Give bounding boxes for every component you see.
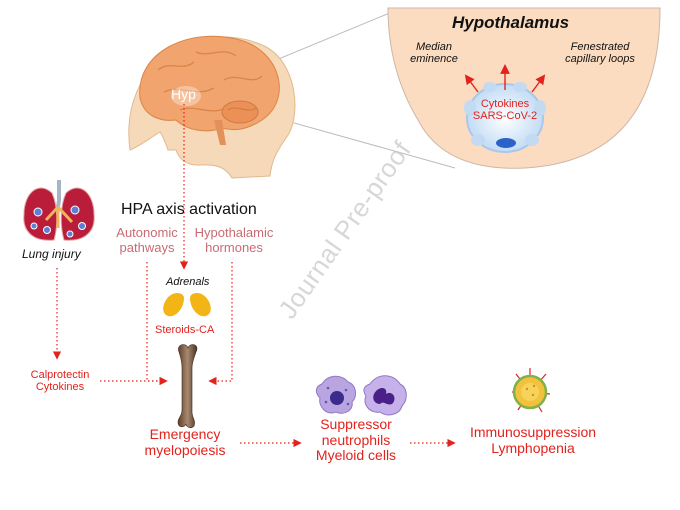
fenestrated-line-2: capillary loops: [565, 53, 635, 66]
immuno-line-2: Lymphopenia: [491, 439, 575, 456]
steroids-ca-label: Steroids-CA: [155, 324, 215, 336]
immuno-line-1: Immunosuppression: [469, 424, 597, 440]
inset-cytokines-label: Cytokines SARS-CoV-2: [465, 98, 545, 123]
suppressor-line-3: Myeloid cells: [315, 447, 397, 464]
autonomic-pathways-label: Autonomic pathways: [108, 225, 186, 255]
hypothalamus-title: Hypothalamus: [452, 13, 570, 32]
lung-injury-label: Lung injury: [22, 247, 81, 261]
autonomic-line-2: pathways: [119, 239, 175, 255]
fenestrated-capillary-ring: [464, 82, 546, 153]
adrenals-label: Adrenals: [166, 276, 210, 288]
suppressor-line-2: neutrophils: [321, 431, 391, 448]
adrenal-glands-icon: [163, 293, 211, 317]
inset-cytokines-line-2: SARS-CoV-2: [472, 110, 538, 123]
hpa-axis-title: HPA axis activation: [121, 201, 257, 218]
median-eminence-line-2: eminence: [410, 53, 458, 66]
emergency-myelopoiesis-label: Emergency myelopoiesis: [130, 426, 240, 458]
suppressor-cell-1-icon: [315, 375, 356, 414]
bone-icon: [177, 344, 198, 428]
suppressor-neutrophils-label: Suppressor neutrophils Myeloid cells: [300, 416, 412, 464]
fenestrated-capillary-label: Fenestrated capillary loops: [550, 41, 650, 66]
hypothalamic-line-2: hormones: [205, 239, 263, 255]
autonomic-line-1: Autonomic: [116, 225, 178, 240]
median-eminence-line-1: Median: [415, 41, 453, 53]
autonomic-to-bone-arrow: [146, 262, 168, 386]
blood-vessel-blob: [496, 138, 516, 148]
hypothalamic-line-1: Hypothalamic: [194, 225, 274, 240]
calprotectin-label: Calprotectin Cytokines: [20, 369, 100, 394]
immunosuppression-label: Immunosuppression Lymphopenia: [458, 424, 608, 456]
fenestrated-line-1: Fenestrated: [570, 41, 630, 53]
hypothalamic-hormones-label: Hypothalamic hormones: [189, 225, 279, 255]
lungs-icon: [23, 180, 95, 241]
inset-arrow-right: [531, 74, 546, 93]
emergency-line-1: Emergency: [149, 426, 221, 442]
hyp-highlight: [171, 86, 201, 106]
lymphocyte-icon: [512, 368, 551, 413]
emergency-line-2: myelopoiesis: [144, 441, 226, 458]
hyp-label: Hyp: [171, 86, 196, 102]
brain-icon: [139, 35, 280, 145]
suppressor-line-1: Suppressor: [320, 416, 392, 432]
calprotectin-line-2: Cytokines: [35, 381, 85, 394]
inset-cytokines-line-1: Cytokines: [480, 98, 530, 110]
median-eminence-label: Median eminence: [402, 41, 466, 66]
suppressor-cell-2-icon: [363, 375, 407, 416]
hormones-to-bone-arrow: [208, 262, 233, 386]
inset-arrow-left: [464, 74, 479, 93]
calprotectin-line-1: Calprotectin: [30, 369, 90, 381]
